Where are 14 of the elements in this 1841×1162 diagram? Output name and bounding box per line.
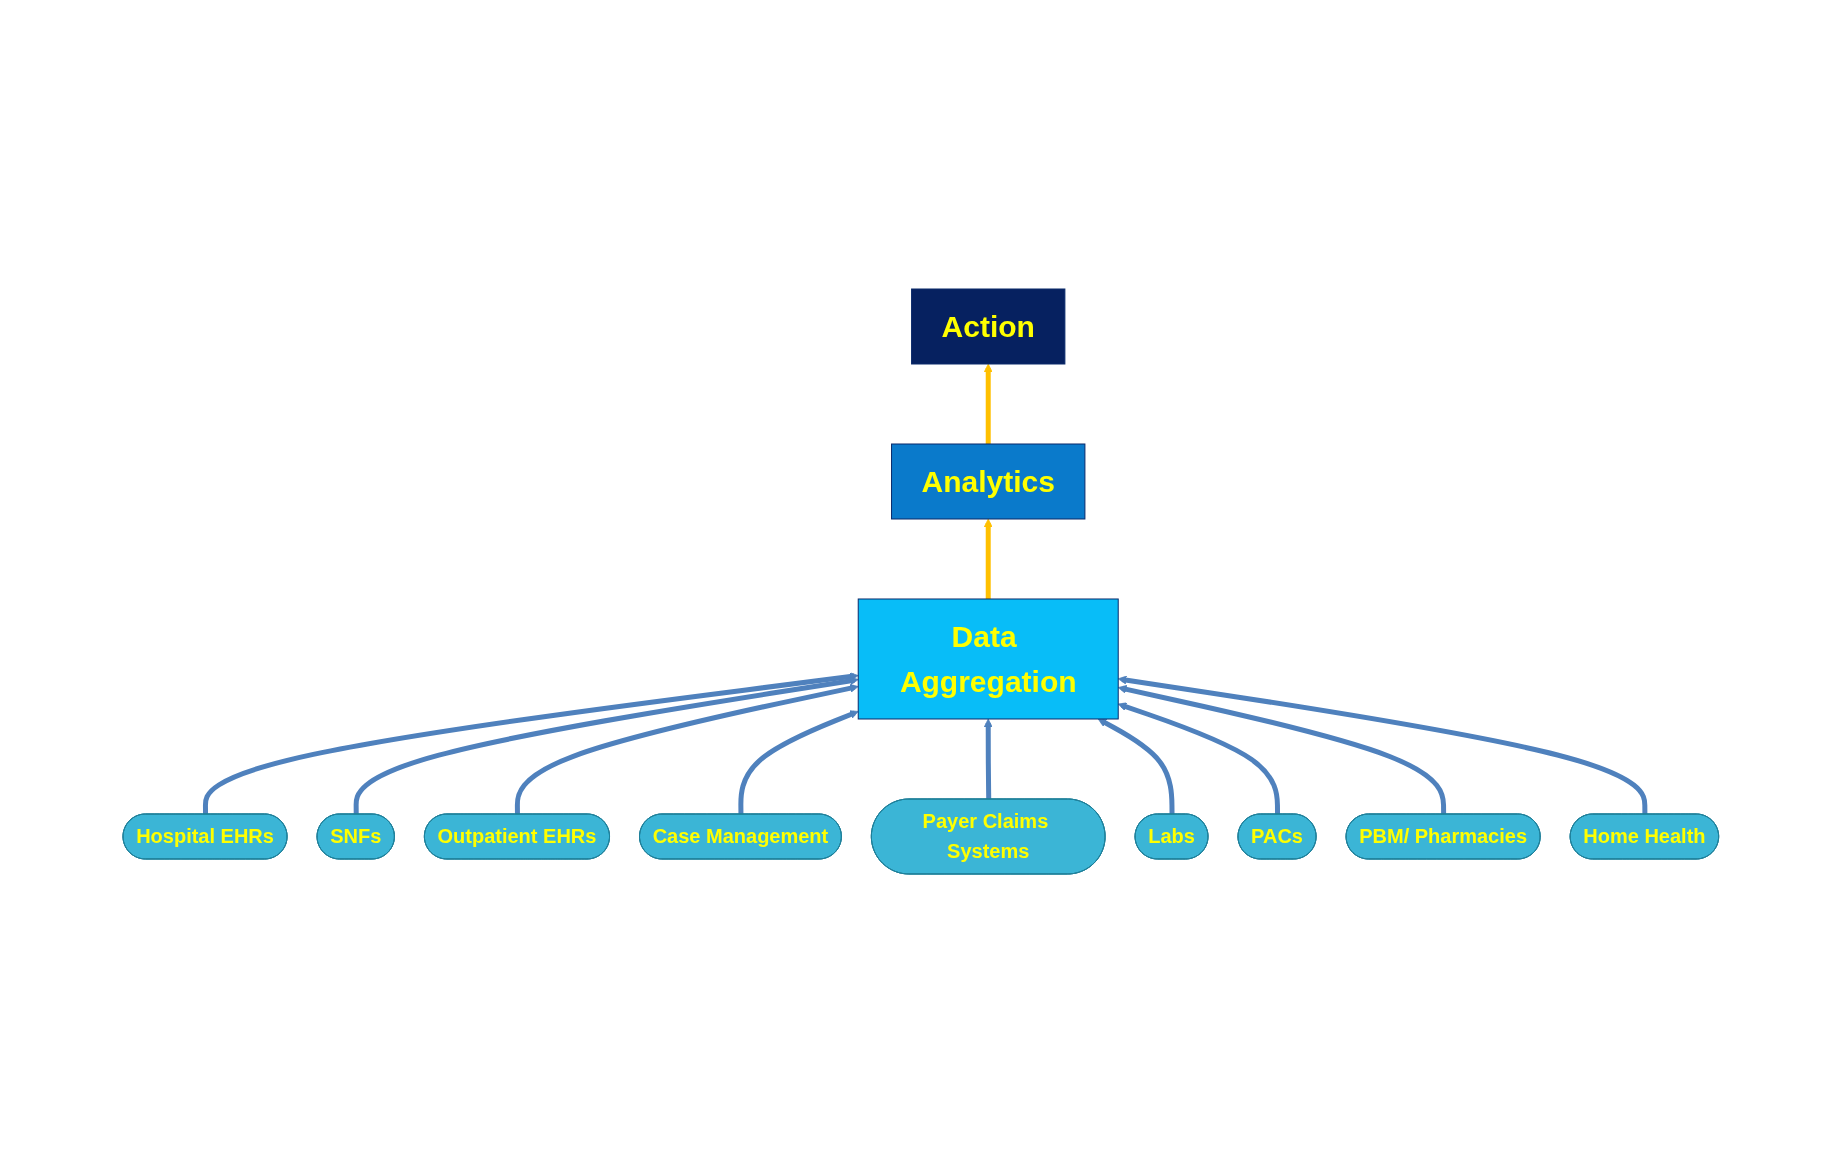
- arrow: [983, 518, 993, 599]
- node-box: Analytics: [890, 443, 1086, 519]
- arrow: [353, 675, 859, 814]
- arrow: [1117, 684, 1446, 814]
- arrow: [1097, 718, 1175, 814]
- arrow: [1117, 675, 1648, 814]
- arrow: [983, 363, 993, 444]
- node-box: Action: [910, 288, 1066, 364]
- node-box: Data Aggregation: [857, 598, 1119, 719]
- arrow: [1117, 701, 1280, 814]
- arrow: [514, 683, 859, 814]
- arrow: [738, 709, 859, 814]
- arrow: [983, 718, 993, 800]
- arrow: [202, 671, 859, 814]
